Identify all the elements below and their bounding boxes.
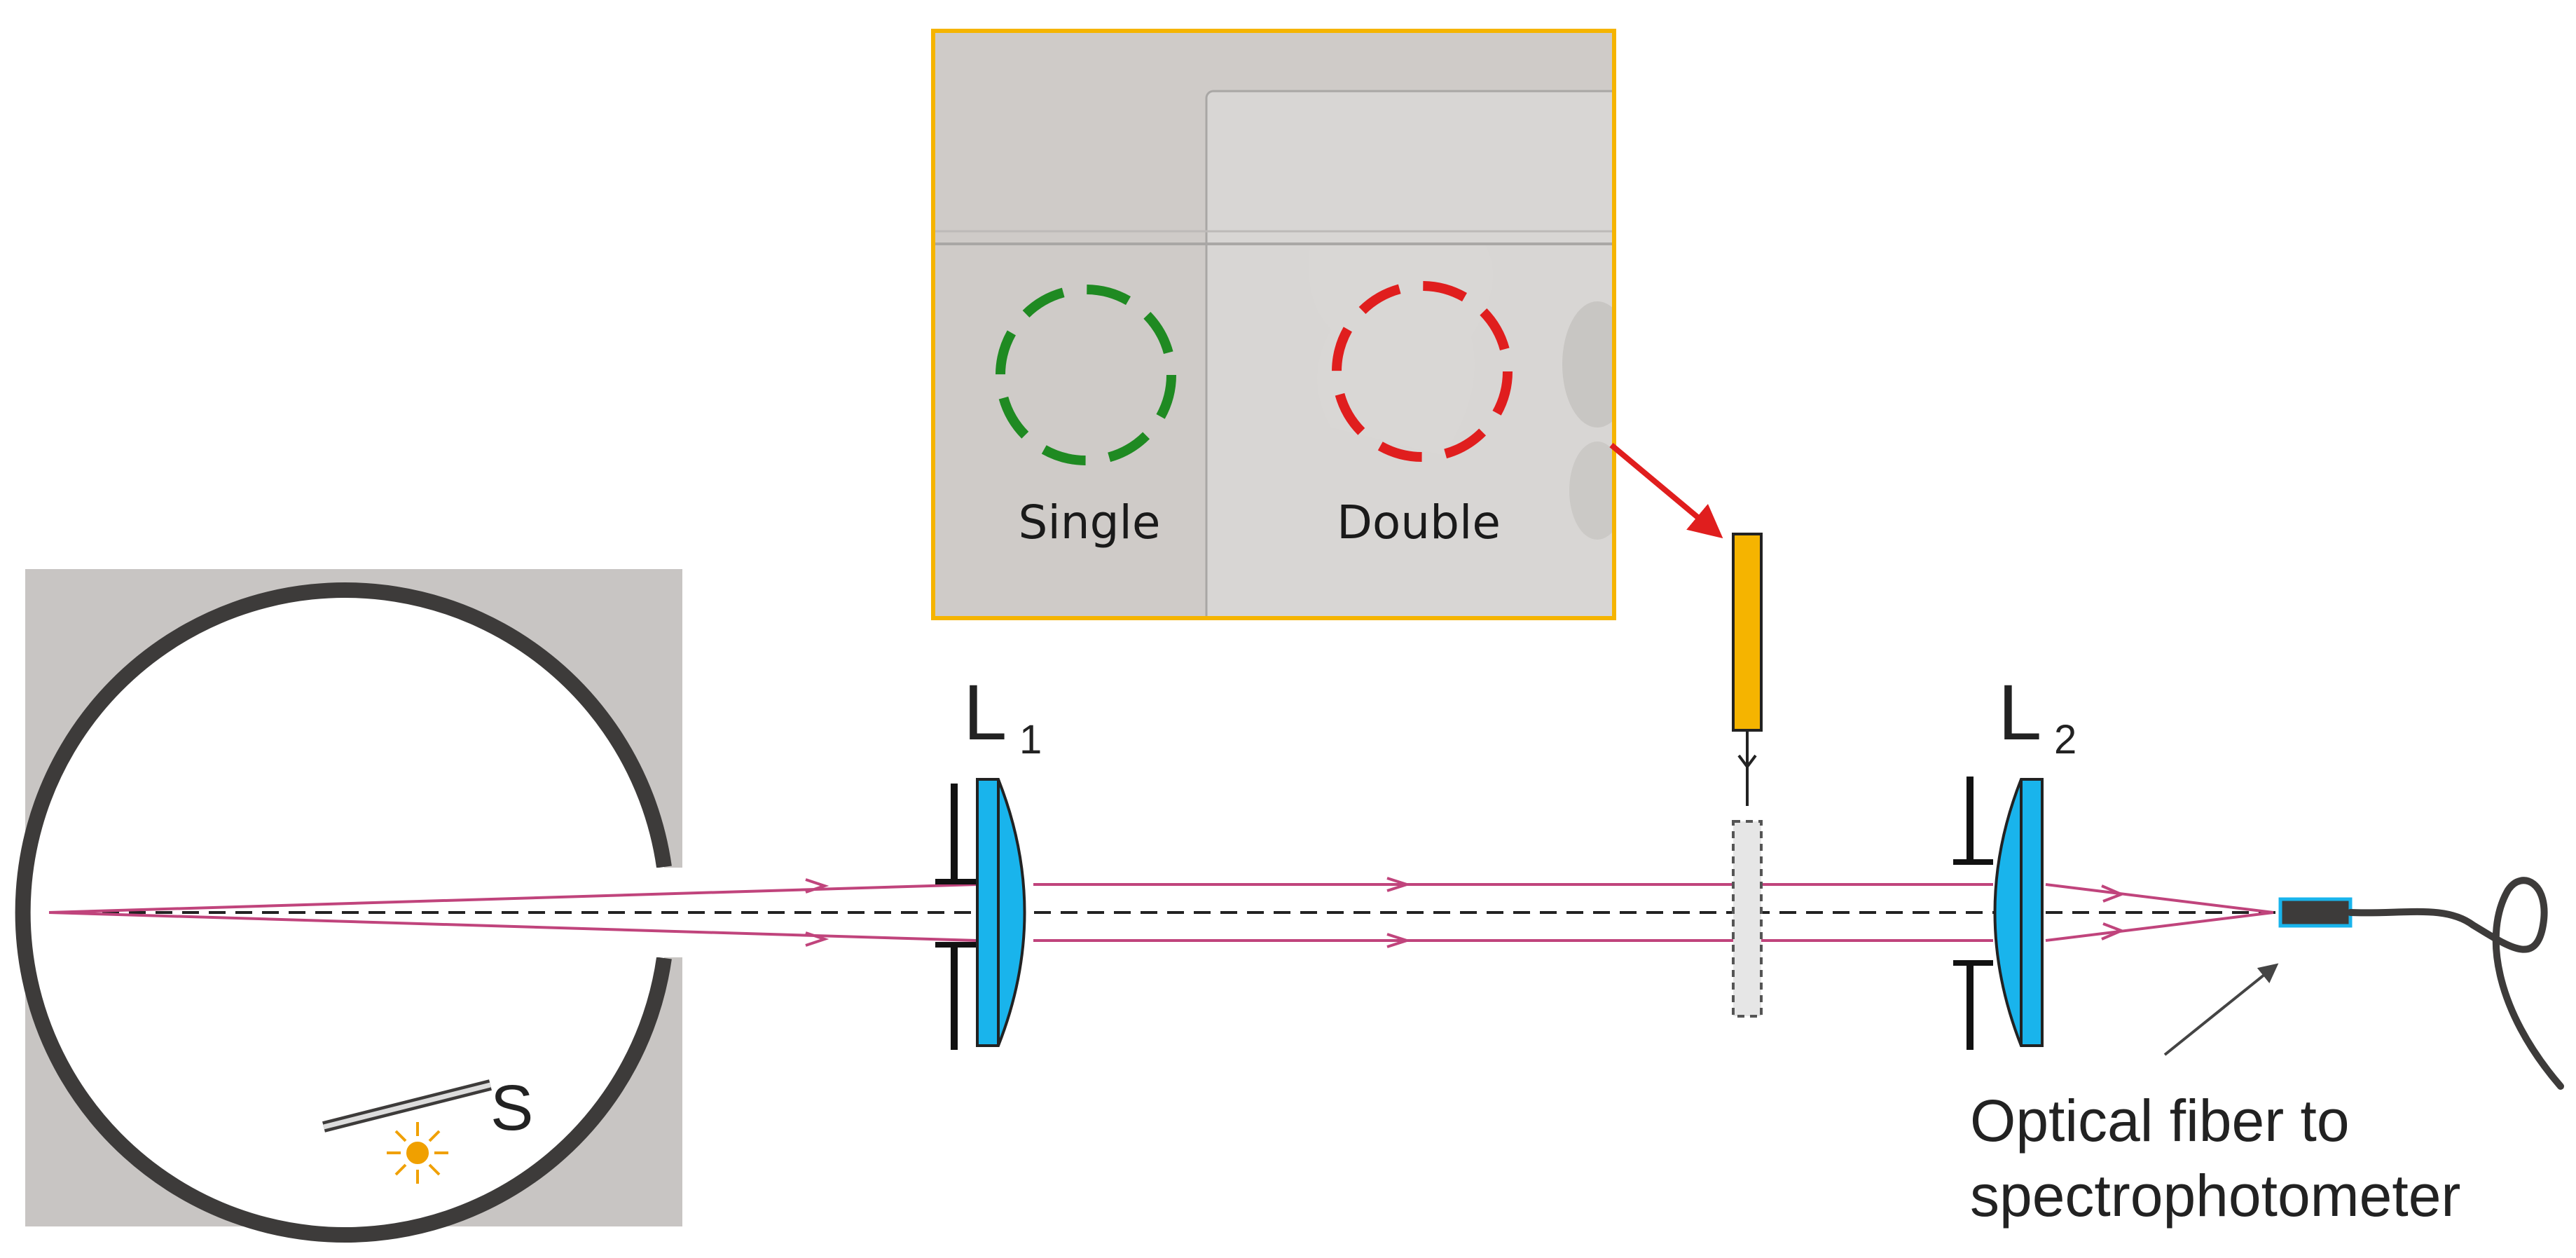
single-label: Single xyxy=(1019,495,1161,549)
lens-l2-subscript: 2 xyxy=(2054,717,2076,763)
fiber-label-line1: Optical fiber to xyxy=(1970,1088,2350,1154)
sample-position-ghost xyxy=(1732,820,1763,1018)
lens-l1: L 1 xyxy=(935,669,1042,1050)
plano-convex-lens-icon xyxy=(1993,778,2044,1047)
source-label: S xyxy=(490,1072,533,1144)
light-rays xyxy=(48,877,2274,948)
insert-arrow-icon xyxy=(1737,754,1757,770)
photo-border xyxy=(931,29,1616,620)
double-label: Double xyxy=(1337,495,1501,549)
optical-fiber-icon xyxy=(2278,877,2564,1090)
sample-photo-inset: Single Double xyxy=(931,29,1616,620)
fiber-label-line2: spectrophotometer xyxy=(1970,1163,2460,1229)
fiber-cable xyxy=(2347,877,2564,1090)
lamp-icon xyxy=(387,1122,448,1184)
sample-slide xyxy=(1732,533,1763,732)
fiber-connector xyxy=(2278,897,2353,928)
lens-l2-label: L xyxy=(1998,669,2041,756)
double-layer-region xyxy=(1332,281,1513,462)
photo-to-sample-arrow xyxy=(1609,442,1723,539)
lens-l1-subscript: 1 xyxy=(1019,717,1042,763)
fiber-pointer-arrow xyxy=(2163,963,2279,1056)
lens-l2: L 2 xyxy=(1953,669,2076,1050)
plano-convex-lens-icon xyxy=(976,778,1026,1047)
lens-l1-label: L xyxy=(963,669,1007,756)
single-layer-region xyxy=(996,285,1176,465)
sample-holder xyxy=(1732,533,1763,1018)
